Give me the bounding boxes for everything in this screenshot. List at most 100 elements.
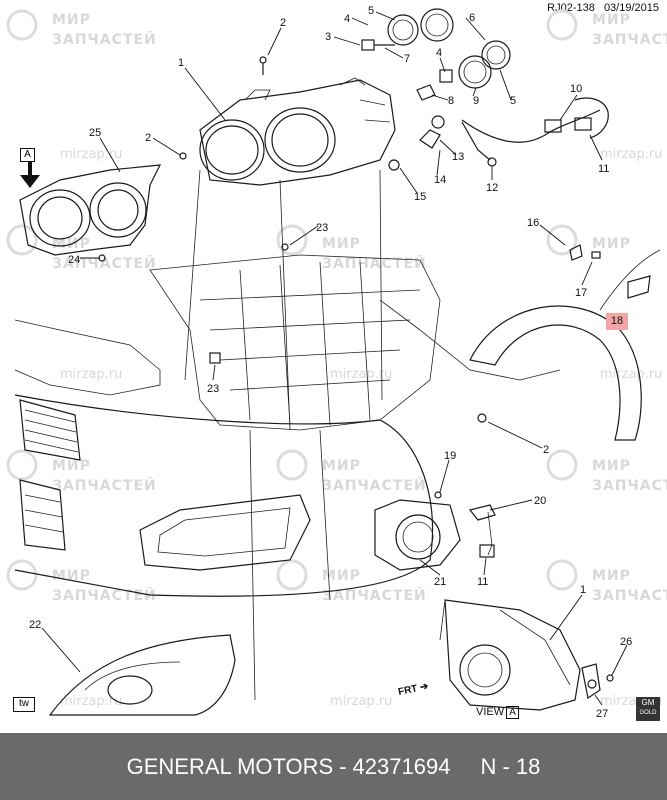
bulb-components: [361, 8, 511, 171]
watermark-text: ЗАПЧАСТЕЙ: [322, 587, 427, 604]
callout-22: 22: [29, 619, 41, 631]
watermark-text: ЗАПЧАСТЕЙ: [592, 477, 667, 494]
watermark-text: МИР: [52, 458, 91, 474]
watermark-text: ЗАПЧАСТЕЙ: [322, 255, 427, 272]
watermark-text: МИР: [592, 12, 631, 28]
watermark-logo: МИР ЗАПЧАСТЕЙ: [6, 9, 157, 48]
callout-2: 2: [543, 444, 549, 456]
front-end-structure: [14, 254, 561, 431]
watermark-logo: МИР ЗАПЧАСТЕЙ: [546, 559, 667, 604]
callout-16: 16: [527, 217, 539, 229]
view-marker-a: A: [20, 148, 35, 162]
watermark-logo: МИР ЗАПЧАСТЕЙ: [276, 449, 427, 494]
grille-lower: [19, 479, 66, 551]
watermark-text: МИР: [592, 568, 631, 584]
callout-1: 1: [178, 57, 184, 69]
callout-8: 8: [448, 95, 454, 107]
gm-badge-bottom: GOLD: [639, 710, 657, 716]
callout-18: 18: [610, 315, 624, 327]
fender-liner: [469, 249, 661, 441]
watermark-logo: МИР: [546, 224, 630, 256]
callout-12: 12: [486, 182, 498, 194]
highlight-box: 18: [606, 313, 628, 330]
view-label-letter: A: [506, 706, 520, 719]
watermark-text: МИР: [322, 568, 361, 584]
tw-badge: tw: [13, 697, 35, 712]
watermark-text: МИР: [52, 12, 91, 28]
callout-20: 20: [534, 495, 546, 507]
wiring-harness: [461, 97, 609, 167]
page-reference: N - 18: [480, 753, 541, 779]
watermark-logo: МИР ЗАПЧАСТЕЙ: [276, 559, 427, 604]
diagram-date: 03/19/2015: [603, 2, 659, 14]
watermark-text: МИР: [592, 458, 631, 474]
watermark-site: mirzap.ru: [60, 367, 122, 382]
front-fascia: [14, 394, 434, 597]
watermark-site: mirzap.ru: [330, 694, 392, 709]
watermark-site: mirzap.ru: [60, 694, 122, 709]
part-info-footer: GENERAL MOTORS - 42371694 N - 18: [0, 733, 667, 800]
callout-14: 14: [434, 174, 446, 186]
watermark-logo: МИР ЗАПЧАСТЕЙ: [546, 449, 667, 494]
fasteners: [98, 56, 651, 682]
gm-badge-top: GM: [641, 698, 655, 707]
callout-27: 27: [596, 708, 608, 720]
exploded-view-drawing: МИР ЗАПЧАСТЕЙ МИР ЗАПЧАСТЕЙ mirzap.ru mirz…: [6, 5, 667, 720]
view-a-detail: [439, 599, 601, 711]
callout-24: 24: [68, 254, 80, 266]
callout-23: 23: [207, 383, 219, 395]
callout-11: 11: [598, 163, 609, 175]
watermark-text: ЗАПЧАСТЕЙ: [52, 477, 157, 494]
callout-21: 21: [434, 576, 446, 588]
callout-4: 4: [344, 13, 350, 25]
callout-5: 5: [368, 5, 374, 17]
callout-17: 17: [575, 287, 587, 299]
callout-4: 4: [436, 47, 442, 59]
callout-25: 25: [89, 127, 101, 139]
watermark-logo: МИР ЗАПЧАСТЕЙ: [6, 449, 157, 494]
view-label-text: VIEW: [476, 706, 505, 718]
watermark-text: ЗАПЧАСТЕЙ: [592, 31, 667, 48]
callout-2: 2: [280, 17, 286, 29]
fog-lamp: [374, 499, 496, 571]
watermark-text: МИР: [52, 568, 91, 584]
footer-separator: -: [339, 753, 347, 779]
watermark-text: МИР: [322, 236, 361, 252]
watermark-logo: МИР ЗАПЧАСТЕЙ: [546, 9, 667, 48]
watermark-site: mirzap.ru: [330, 367, 392, 382]
callout-2: 2: [145, 132, 151, 144]
callout-9: 9: [473, 95, 479, 107]
watermark-site: mirzap.ru: [60, 147, 122, 162]
watermark-text: МИР: [322, 458, 361, 474]
callout-15: 15: [414, 191, 426, 203]
callout-13: 13: [452, 151, 464, 163]
grille-upper: [19, 399, 81, 461]
gm-logo-badge: GM GOLD: [636, 697, 660, 721]
watermark-text: ЗАПЧАСТЕЙ: [322, 477, 427, 494]
callout-11: 11: [477, 576, 488, 588]
watermark-logo: МИР ЗАПЧАСТЕЙ: [276, 224, 427, 272]
headlamp-bezel: [19, 164, 162, 256]
watermark-text: ЗАПЧАСТЕЙ: [592, 587, 667, 604]
callout-labels: 1 2 3 4 5 6 7 4 8 9 5 10 11 12 13 14 15 …: [29, 5, 632, 720]
headlamp-assembly: [199, 77, 396, 186]
leader-lines: [41, 11, 628, 706]
callout-10: 10: [570, 83, 582, 95]
watermark-text: ЗАПЧАСТЕЙ: [52, 587, 157, 604]
fog-lamp-bezel: [48, 634, 236, 716]
callout-5: 5: [510, 95, 516, 107]
callout-23: 23: [316, 222, 328, 234]
callout-1: 1: [580, 584, 586, 596]
callout-7: 7: [404, 53, 410, 65]
part-number: 42371694: [352, 753, 451, 779]
watermark-text: ЗАПЧАСТЕЙ: [52, 31, 157, 48]
watermark-site: mirzap.ru: [600, 367, 662, 382]
view-arrow: [20, 162, 40, 188]
watermark-site: mirzap.ru: [600, 147, 662, 162]
brand-name: GENERAL MOTORS: [126, 753, 334, 779]
watermark-text: ЗАПЧАСТЕЙ: [52, 255, 157, 272]
callout-19: 19: [444, 450, 456, 462]
